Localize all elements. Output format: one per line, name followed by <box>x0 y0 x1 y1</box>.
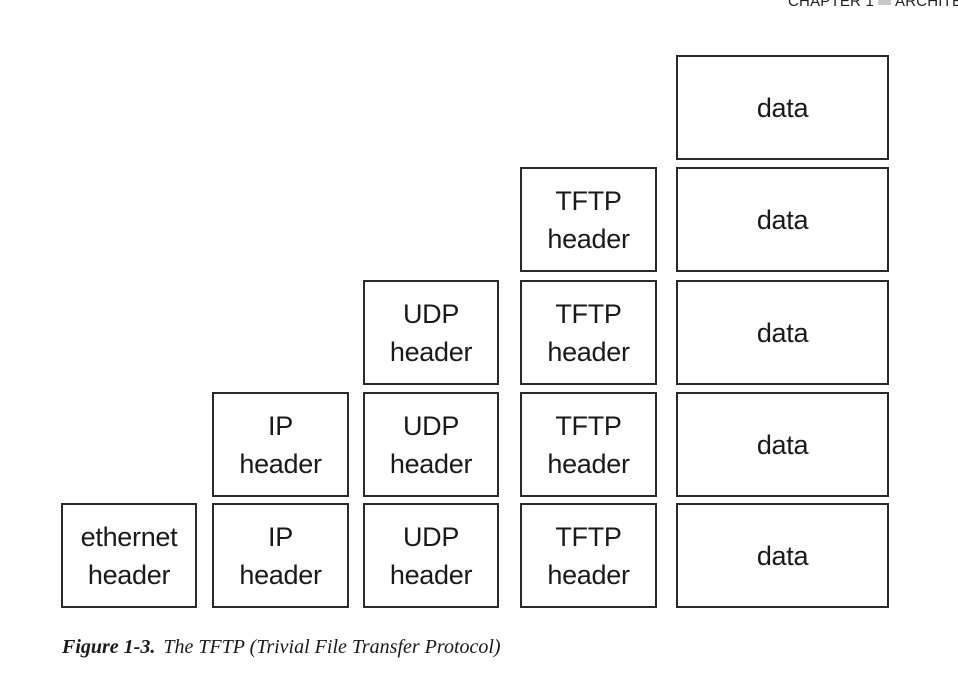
udp-box: UDP header <box>363 392 499 497</box>
tftp-box: TFTP header <box>520 503 657 608</box>
data-box: data <box>676 503 889 608</box>
udp-label: UDP header <box>389 521 473 590</box>
udp-box: UDP header <box>363 280 499 385</box>
tftp-box: TFTP header <box>520 167 657 272</box>
data-label: data <box>756 204 809 235</box>
data-label: data <box>756 540 809 571</box>
figure-caption-text: The TFTP (Trivial File Transfer Protocol… <box>163 636 501 658</box>
tftp-box: TFTP header <box>520 280 657 385</box>
data-box: data <box>676 167 889 272</box>
ip-box: IP header <box>212 503 349 608</box>
chapter-label: CHAPTER 1 <box>788 0 874 10</box>
tftp-box: TFTP header <box>520 392 657 497</box>
ip-box: IP header <box>212 392 349 497</box>
tftp-label: TFTP header <box>547 410 630 479</box>
data-label: data <box>756 429 809 460</box>
ip-label: IP header <box>239 521 322 590</box>
figure-number: Figure 1-3. <box>62 636 156 658</box>
tftp-label: TFTP header <box>547 185 630 254</box>
data-box: data <box>676 55 889 160</box>
udp-label: UDP header <box>389 410 473 479</box>
ethernet-label: ethernet header <box>80 521 178 590</box>
tftp-label: TFTP header <box>547 521 630 590</box>
data-label: data <box>756 92 809 123</box>
data-label: data <box>756 317 809 348</box>
ip-label: IP header <box>239 410 322 479</box>
ethernet-box: ethernet header <box>61 503 197 608</box>
section-label: ARCHITE <box>895 0 958 10</box>
data-box: data <box>676 392 889 497</box>
udp-box: UDP header <box>363 503 499 608</box>
separator-square <box>878 0 891 5</box>
tftp-label: TFTP header <box>547 298 630 367</box>
data-box: data <box>676 280 889 385</box>
figure-caption: Figure 1-3. The TFTP (Trivial File Transf… <box>62 636 501 659</box>
running-head: CHAPTER 1 ARCHITE <box>788 0 958 10</box>
udp-label: UDP header <box>389 298 473 367</box>
